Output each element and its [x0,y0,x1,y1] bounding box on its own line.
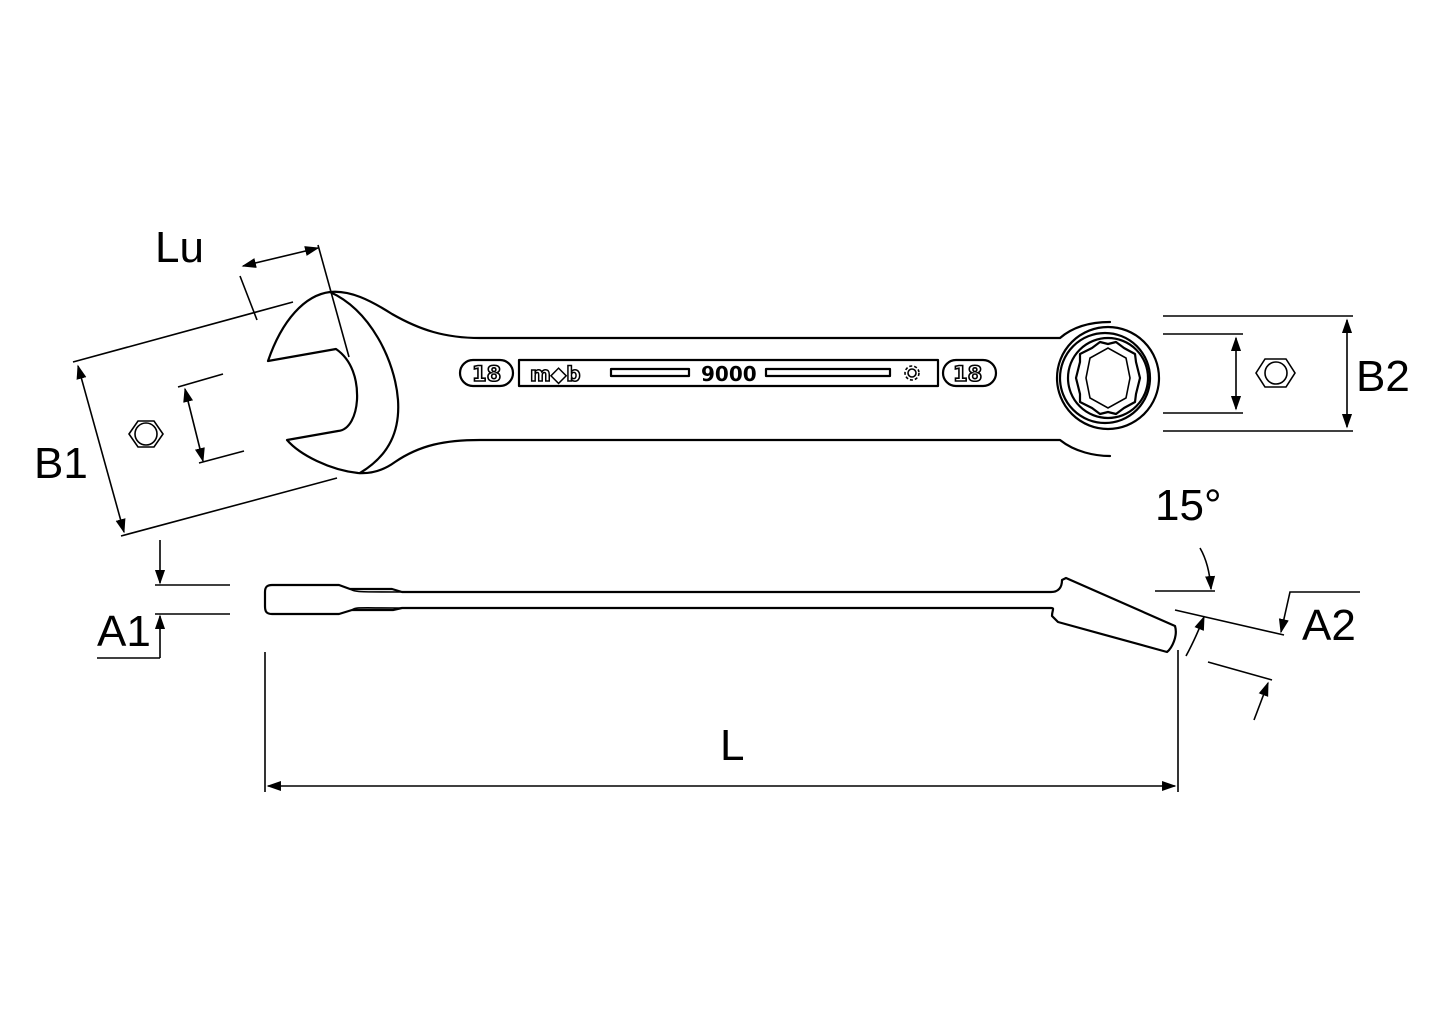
gear-icon [904,365,920,381]
wrench-side-view: A1 15° A2 L [97,481,1360,792]
hex-nut-right-icon [1255,358,1296,388]
svg-text:Lu: Lu [155,223,204,272]
size-right: 18 [953,362,982,386]
dimension-b2: B2 [1163,315,1410,432]
svg-text:B2: B2 [1356,352,1410,401]
dimension-a2: A2 [1174,591,1360,721]
dimension-l: L [264,650,1179,792]
svg-text:15°: 15° [1155,481,1222,530]
wrench-top-view: 18 m◆b 9000 18 B1 [34,223,1410,537]
hex-nut-left-icon [128,420,164,448]
dimension-lu: Lu [155,223,350,358]
size-left: 18 [472,362,501,386]
dimension-a1: A1 [97,540,230,659]
svg-text:B1: B1 [34,439,88,488]
dimension-angle: 15° [1155,481,1222,657]
svg-text:A2: A2 [1302,601,1356,650]
ring-end-outer [1055,325,1161,431]
svg-text:A1: A1 [97,607,151,656]
dimension-opening [177,373,245,464]
side-profile [263,576,1177,654]
brand-logo: m◆b [530,362,581,386]
ring-12-point [1074,340,1142,416]
handle-stamp: 18 m◆b 9000 18 [458,358,998,388]
open-end-head [266,290,1112,475]
model-number: 9000 [701,362,757,386]
svg-text:L: L [720,721,744,770]
dimension-b1: B1 [34,301,338,537]
